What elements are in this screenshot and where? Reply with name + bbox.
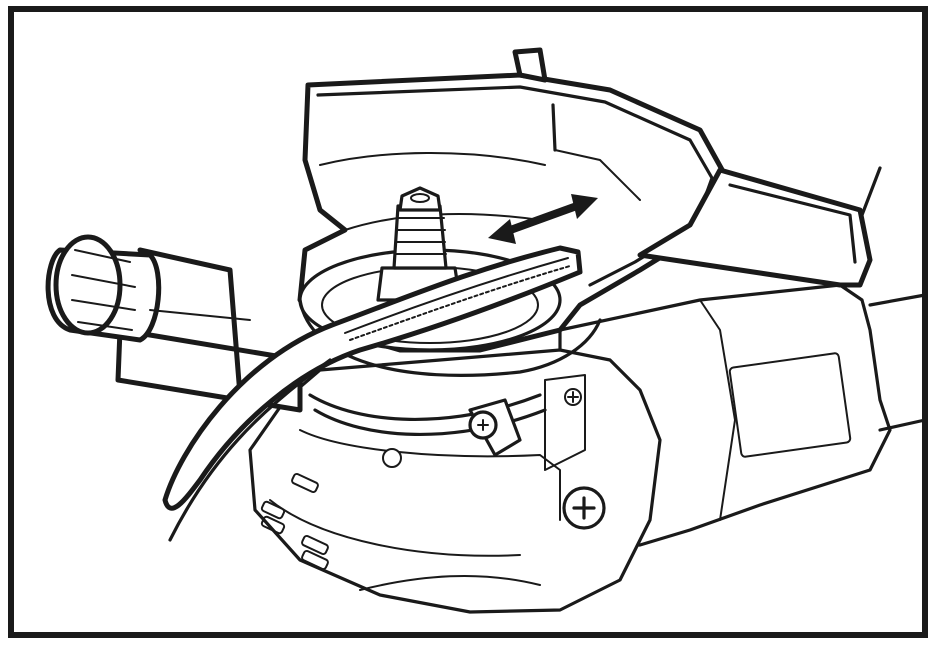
double-headed-arrow-icon — [488, 194, 598, 244]
vent-slot — [301, 549, 329, 571]
phillips-screw-icon — [562, 486, 606, 530]
gear-head — [248, 348, 662, 614]
spindle-lock-button — [382, 448, 402, 468]
vent-slot — [301, 534, 329, 556]
vent-slot — [291, 472, 319, 494]
phillips-screw-icon — [564, 388, 582, 406]
cutting-belt — [162, 245, 583, 542]
guard-clamp — [308, 393, 547, 457]
spindle — [376, 186, 462, 302]
nameplate-recess — [728, 352, 852, 458]
vent-slot — [260, 500, 286, 520]
vent-slot — [260, 515, 286, 535]
